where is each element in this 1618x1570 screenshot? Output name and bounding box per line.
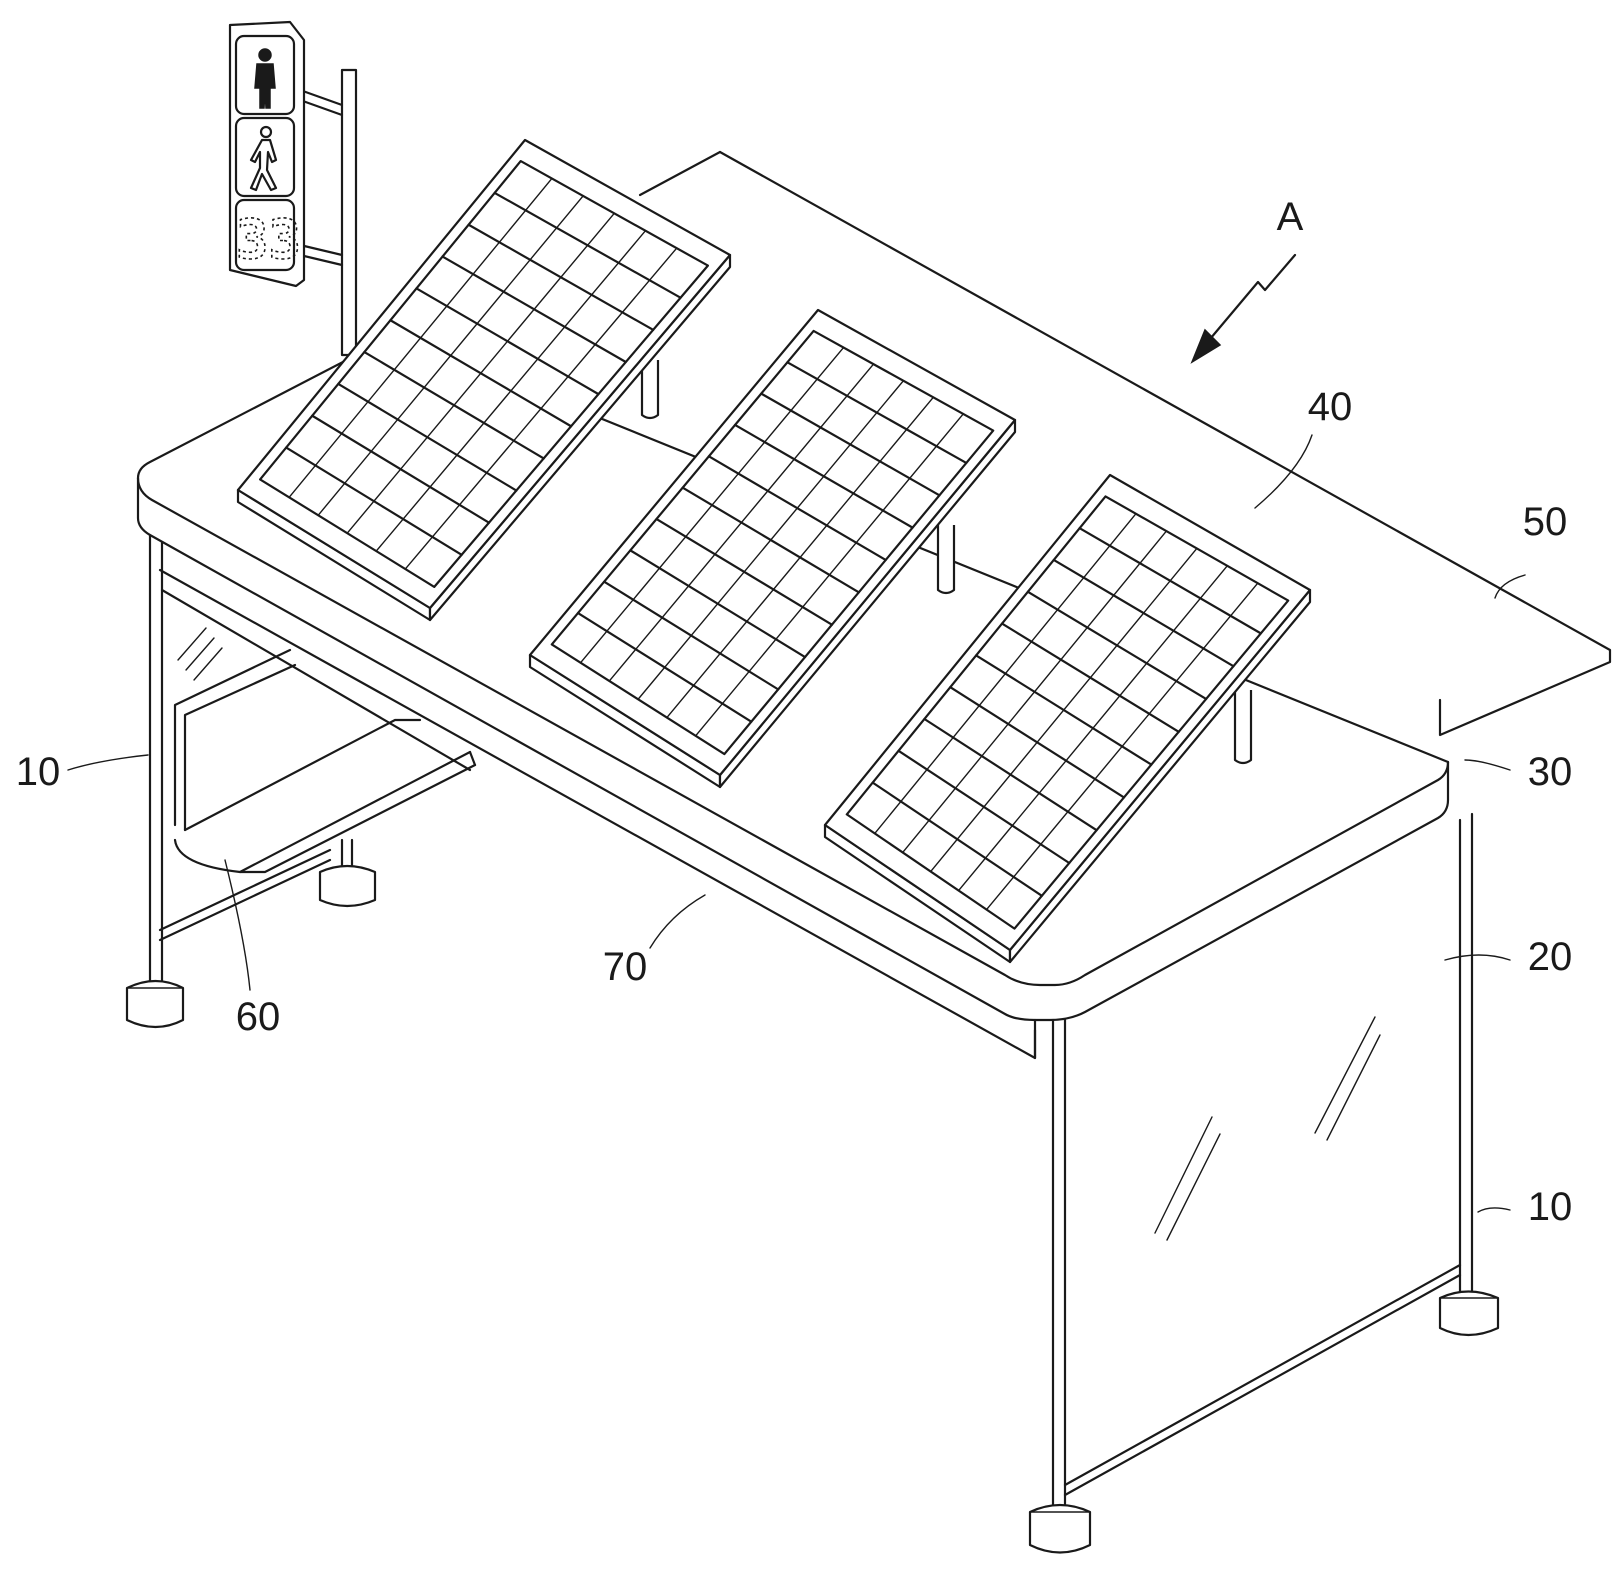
label-30: 30 [1528, 750, 1573, 794]
glass-panel-bottom [1063, 1263, 1462, 1487]
label-10-left: 10 [16, 750, 61, 794]
countdown-digits: 33 [236, 208, 301, 271]
canopy-plate [718, 150, 1612, 737]
right-pillar-base [1438, 1290, 1500, 1337]
label-40: 40 [1308, 385, 1353, 429]
label-60: 60 [236, 995, 281, 1039]
front-pillar-base [1028, 1503, 1092, 1554]
label-70: 70 [603, 945, 648, 989]
left-pillar-base [125, 979, 185, 1029]
back-pillar [318, 838, 377, 908]
bench [173, 648, 477, 874]
walking-man-icon [249, 125, 278, 192]
left-pillar [125, 528, 185, 1029]
glass-glare-icon [177, 627, 207, 661]
reference-labels: A 40 50 30 20 10 10 60 70 [16, 195, 1573, 1229]
solar-panels [236, 138, 1312, 964]
label-50: 50 [1523, 500, 1568, 544]
direction-arrow-icon [1190, 253, 1297, 364]
pedestrian-signal: 33 [228, 20, 358, 357]
front-pillar [1028, 1018, 1092, 1554]
signal-pole [340, 68, 358, 357]
solar-panel [823, 473, 1312, 964]
label-arrow-a: A [1277, 195, 1304, 239]
glass-glare-icon [1154, 1016, 1381, 1241]
panel-posts [640, 360, 1253, 765]
solar-panel [528, 308, 1017, 789]
standing-man-icon [254, 48, 276, 109]
solar-panel [236, 138, 732, 622]
label-20: 20 [1528, 935, 1573, 979]
countdown-lamp [234, 198, 296, 272]
label-10-right: 10 [1528, 1185, 1573, 1229]
right-pillar [1438, 812, 1500, 1337]
